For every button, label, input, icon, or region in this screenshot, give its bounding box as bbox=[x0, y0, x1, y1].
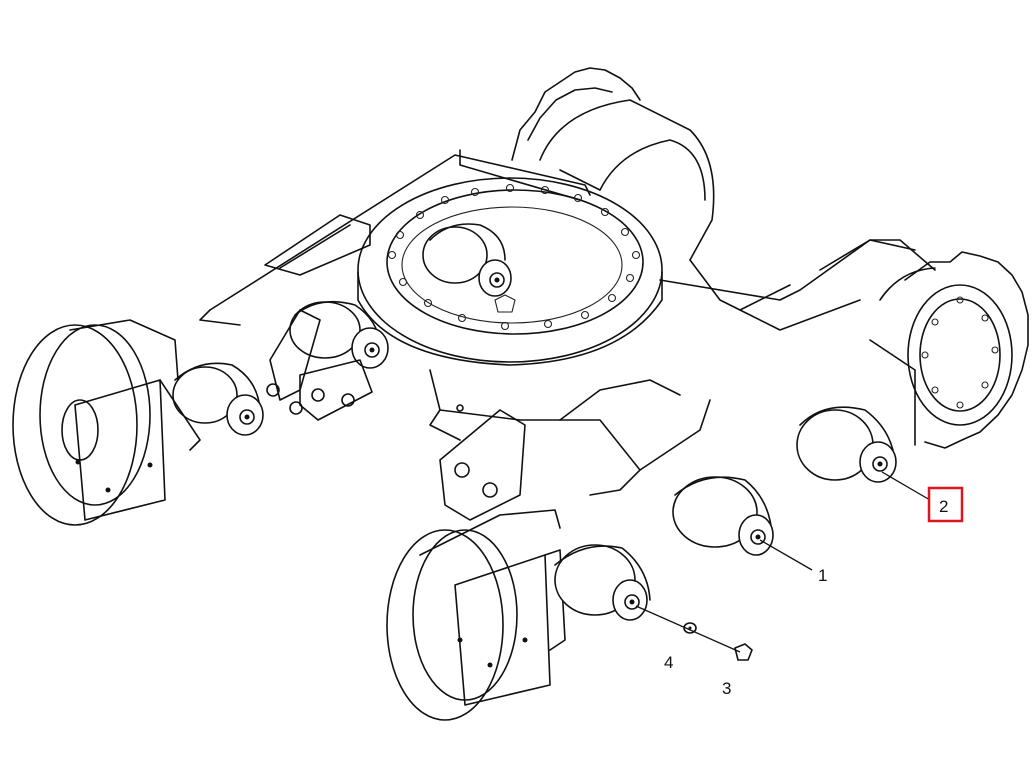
leader-lines bbox=[635, 471, 931, 653]
left-carrier-rollers bbox=[266, 300, 389, 421]
rear-sprocket bbox=[511, 67, 641, 161]
right-sprocket bbox=[869, 251, 1029, 449]
ring-bolt-holes bbox=[387, 183, 641, 331]
bolt-part-3 bbox=[734, 643, 753, 661]
leader-axis bbox=[635, 605, 741, 653]
track-roller-1 bbox=[672, 476, 774, 556]
axle-bracket bbox=[439, 404, 526, 521]
swing-bearing-ring bbox=[357, 177, 663, 366]
callout-4[interactable]: 4 bbox=[664, 653, 673, 672]
left-idler bbox=[12, 319, 201, 526]
right-idler bbox=[386, 509, 566, 721]
callout-1[interactable]: 1 bbox=[818, 566, 827, 585]
left-track-roller bbox=[172, 362, 264, 436]
leader-1 bbox=[759, 539, 813, 571]
track-roller-bottom bbox=[554, 544, 651, 621]
main-frame bbox=[199, 149, 936, 496]
sprocket-bolt-holes bbox=[921, 296, 999, 409]
top-carrier-roller bbox=[422, 223, 512, 297]
callout-3[interactable]: 3 bbox=[722, 679, 731, 698]
washer-part-4 bbox=[683, 622, 697, 634]
callout-2-highlight-box bbox=[927, 486, 964, 523]
callout-2[interactable]: 2 bbox=[939, 497, 948, 516]
leader-2 bbox=[881, 471, 931, 501]
track-roller-2 bbox=[796, 406, 897, 483]
rear-drive-housing bbox=[539, 99, 715, 261]
